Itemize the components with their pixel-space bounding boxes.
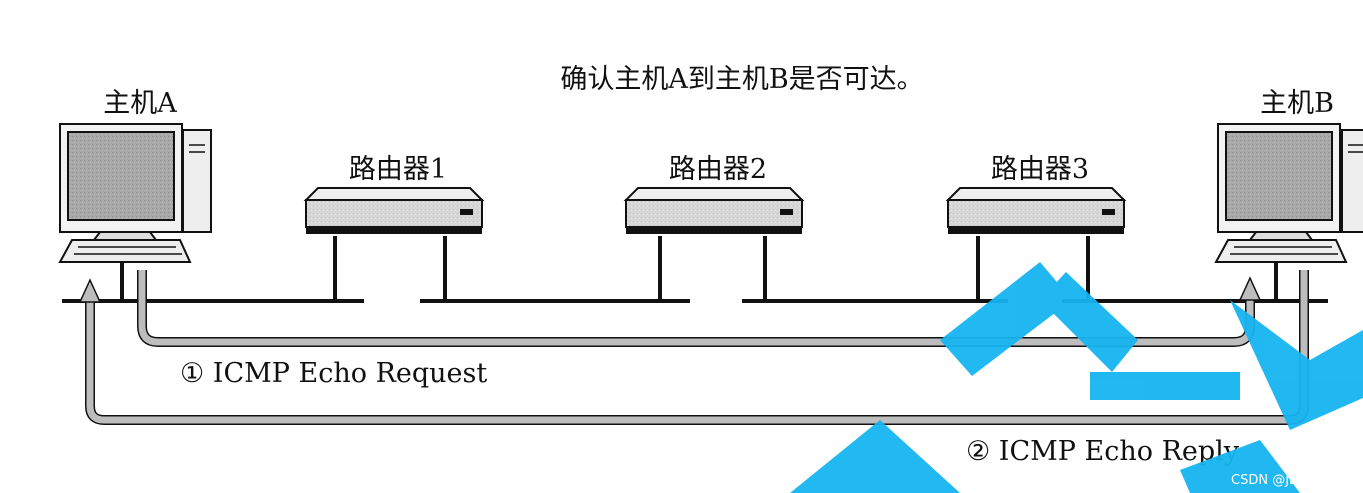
watermark-text: CSDN @JDSZGLLL: [1231, 473, 1349, 488]
router-2: [623, 187, 805, 234]
host-b-label: 主机B: [1260, 88, 1334, 119]
router-2-led-icon: [780, 209, 793, 215]
router-1: [303, 187, 485, 234]
host-b-computer-icon: [1214, 123, 1363, 263]
router-1-led-icon: [460, 209, 473, 215]
echo-request-label: ① ICMP Echo Request: [180, 358, 487, 389]
router-legs: [333, 236, 1090, 301]
host-drops: [120, 262, 1278, 301]
router-1-label: 路由器1: [349, 154, 447, 185]
router-3-led-icon: [1102, 209, 1115, 215]
host-a-label: 主机A: [103, 88, 177, 119]
diagram-title: 确认主机A到主机B是否可达。: [560, 64, 923, 95]
router-3-label: 路由器3: [991, 154, 1089, 185]
host-a-computer-icon: [58, 123, 212, 263]
echo-reply-label: ② ICMP Echo Reply: [966, 436, 1240, 467]
router-3: [945, 187, 1127, 234]
watermark-stroke-icon: [790, 262, 1363, 493]
router-2-label: 路由器2: [669, 154, 767, 185]
